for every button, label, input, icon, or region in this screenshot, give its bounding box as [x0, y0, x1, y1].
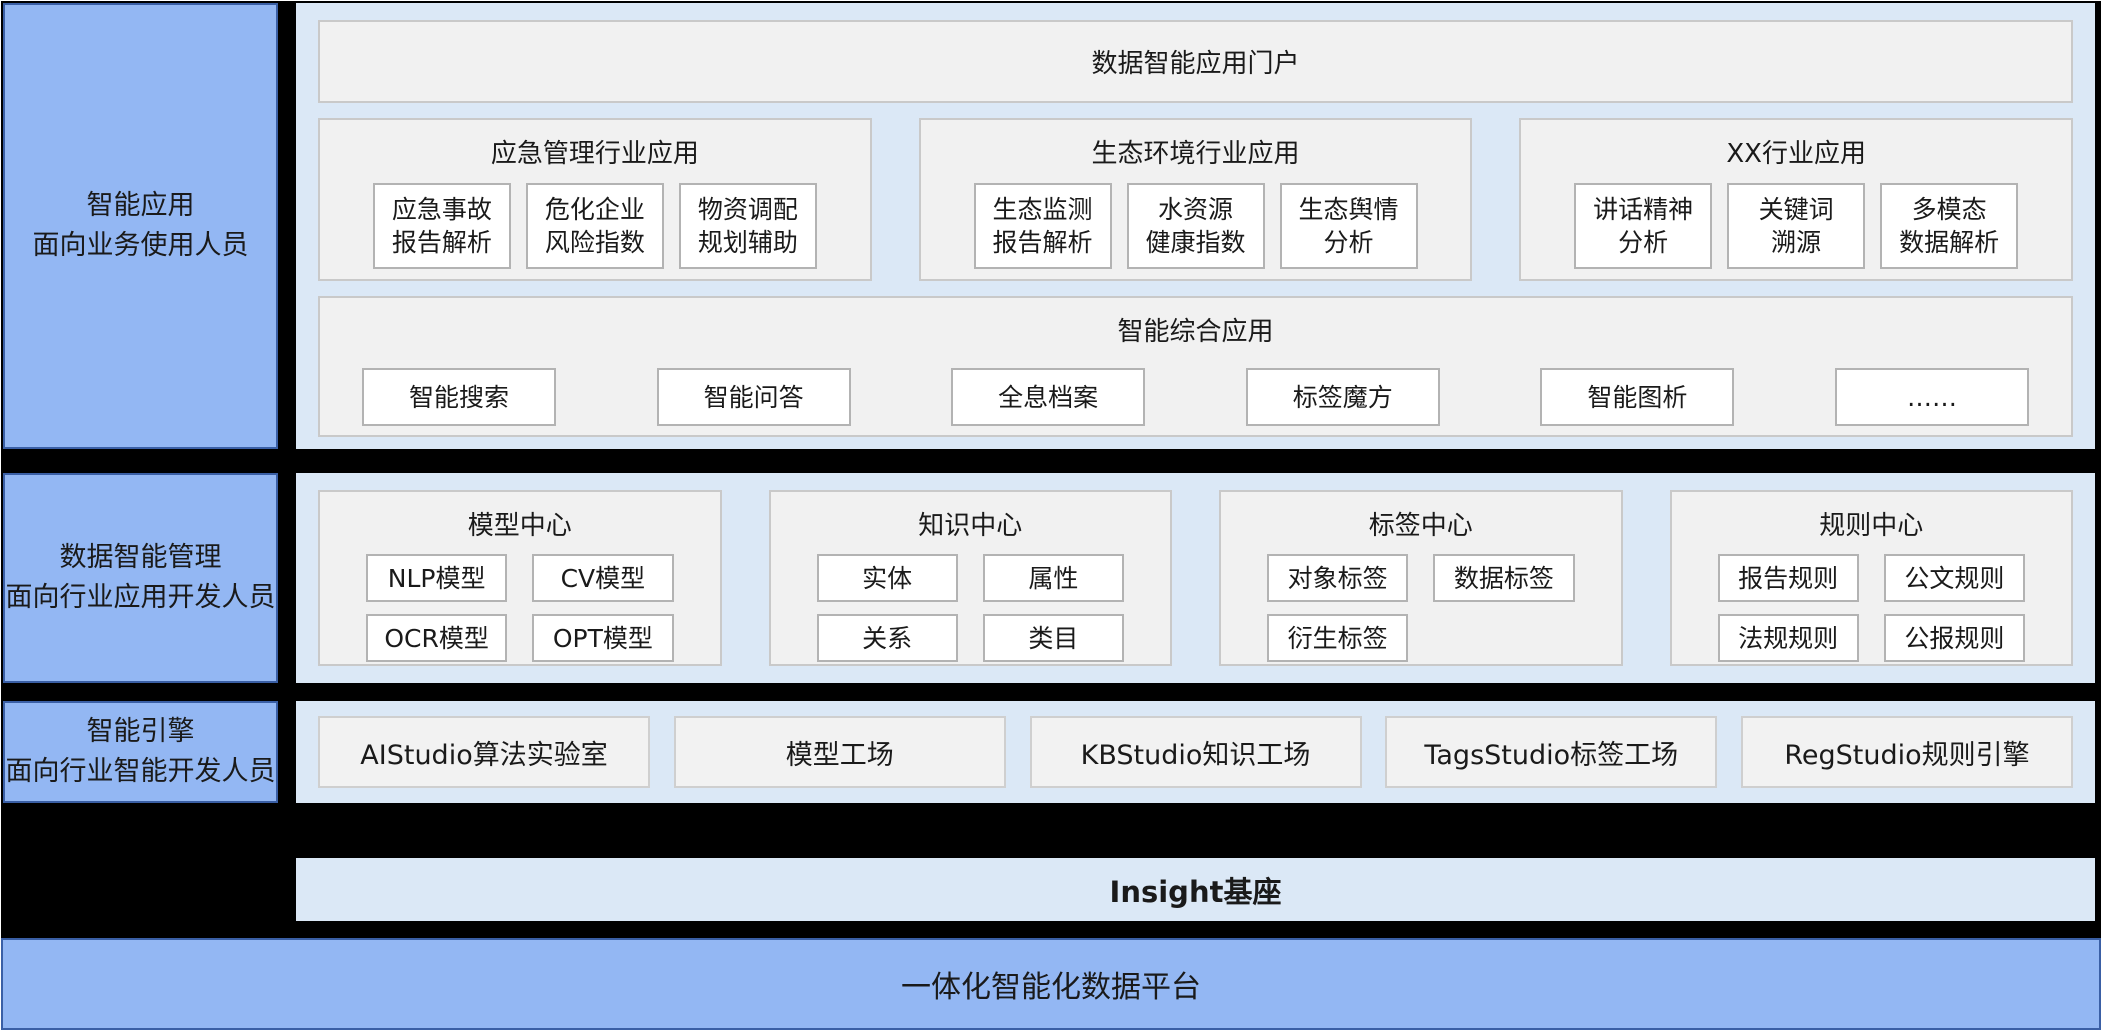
sidebar-title: 智能引擎: [86, 715, 195, 747]
centers-panel: 模型中心 NLP模型 CV模型 OCR模型 OPT模型 知识中心 实体 属性 关…: [296, 473, 2095, 683]
industry-section-ecology: 生态环境行业应用 生态监测 报告解析 水资源 健康指数 生态舆情 分析: [918, 118, 1473, 281]
band-divider: [3, 921, 2101, 938]
engine-card-kbstudio: KBStudio知识工场: [1029, 716, 1362, 788]
center-section-knowledge: 知识中心 实体 属性 关系 类目: [768, 490, 1172, 666]
app-card: 水资源 健康指数: [1126, 183, 1265, 269]
center-card: OCR模型: [366, 614, 508, 662]
app-card: 标签魔方: [1245, 368, 1440, 426]
center-card: 报告规则: [1717, 554, 1859, 602]
center-section-tag: 标签中心 对象标签 数据标签 衍生标签: [1219, 490, 1623, 666]
app-card: 智能搜索: [362, 368, 556, 426]
engines-panel: AIStudio算法实验室 模型工场 KBStudio知识工场 TagsStud…: [296, 701, 2095, 803]
section-title: 标签中心: [1368, 511, 1473, 541]
center-card: NLP模型: [366, 554, 508, 602]
app-card: 物资调配 规划辅助: [678, 183, 817, 269]
engine-card-model-factory: 模型工场: [673, 716, 1006, 788]
center-section-rule: 规则中心 报告规则 公文规则 法规规则 公报规则: [1669, 490, 2073, 666]
section-title: 应急管理行业应用: [490, 139, 699, 169]
industry-section-xx: XX行业应用 讲话精神 分析 关键词 溯源 多模态 数据解析: [1519, 118, 2074, 281]
sidebar-block-apps: 智能应用 面向业务使用人员: [3, 3, 278, 449]
app-card-ellipsis: ……: [1834, 368, 2029, 426]
platform-bar: 一体化智能化数据平台: [1, 938, 2101, 1030]
app-card: 关键词 溯源: [1727, 183, 1866, 269]
section-title: 模型中心: [467, 511, 572, 541]
sidebar-subtitle: 面向行业应用开发人员: [5, 582, 276, 613]
sidebar-title: 智能应用: [86, 189, 195, 221]
section-title: 知识中心: [918, 511, 1023, 541]
sidebar-block-management: 数据智能管理 面向行业应用开发人员: [3, 473, 278, 683]
band-intelligent-applications: 智能应用 面向业务使用人员 数据智能应用门户 应急管理行业应用 应急事故 报告解…: [3, 3, 2101, 449]
section-title: 规则中心: [1819, 511, 1924, 541]
app-card: 生态舆情 分析: [1279, 183, 1418, 269]
app-card: 危化企业 风险指数: [525, 183, 664, 269]
industry-sections-row: 应急管理行业应用 应急事故 报告解析 危化企业 风险指数 物资调配 规划辅助 生…: [318, 118, 2074, 281]
sidebar-subtitle: 面向行业智能开发人员: [5, 756, 276, 787]
app-card: 全息档案: [951, 368, 1146, 426]
app-card: 应急事故 报告解析: [372, 183, 511, 269]
center-card: 对象标签: [1267, 554, 1409, 602]
card-row: 讲话精神 分析 关键词 溯源 多模态 数据解析: [1574, 183, 2019, 269]
center-card: 衍生标签: [1267, 614, 1409, 662]
center-card: 关系: [816, 614, 958, 662]
section-title: 智能综合应用: [1117, 317, 1274, 347]
app-card: 讲话精神 分析: [1574, 183, 1713, 269]
apps-panel: 数据智能应用门户 应急管理行业应用 应急事故 报告解析 危化企业 风险指数 物资…: [296, 3, 2095, 449]
card-grid: 对象标签 数据标签 衍生标签: [1221, 554, 1621, 676]
engine-card-aistudio: AIStudio算法实验室: [318, 716, 650, 788]
card-row: 智能搜索 智能问答 全息档案 标签魔方 智能图析 ……: [320, 368, 2071, 426]
card-grid: 报告规则 公文规则 法规规则 公报规则: [1672, 554, 2072, 676]
card-grid: NLP模型 CV模型 OCR模型 OPT模型: [320, 554, 720, 676]
center-card: 属性: [982, 554, 1124, 602]
center-card: 法规规则: [1717, 614, 1859, 662]
band-data-management: 数据智能管理 面向行业应用开发人员 模型中心 NLP模型 CV模型 OCR模型 …: [3, 473, 2101, 683]
center-section-model: 模型中心 NLP模型 CV模型 OCR模型 OPT模型: [318, 490, 722, 666]
section-title: XX行业应用: [1726, 139, 1866, 169]
sidebar-block-engine: 智能引擎 面向行业智能开发人员: [3, 701, 278, 803]
center-card: 类目: [982, 614, 1124, 662]
card-row: 应急事故 报告解析 危化企业 风险指数 物资调配 规划辅助: [372, 183, 817, 269]
app-card: 生态监测 报告解析: [973, 183, 1112, 269]
section-title: 生态环境行业应用: [1091, 139, 1300, 169]
center-card: 公报规则: [1883, 614, 2025, 662]
card-grid: 实体 属性 关系 类目: [771, 554, 1171, 676]
engine-card-tagsstudio: TagsStudio标签工场: [1385, 716, 1718, 788]
app-card: 智能图析: [1540, 368, 1735, 426]
band-divider: [3, 803, 2101, 858]
band-engines: 智能引擎 面向行业智能开发人员 AIStudio算法实验室 模型工场 KBStu…: [3, 701, 2101, 803]
band-divider: [3, 449, 2101, 473]
card-row: 生态监测 报告解析 水资源 健康指数 生态舆情 分析: [973, 183, 1418, 269]
industry-section-emergency: 应急管理行业应用 应急事故 报告解析 危化企业 风险指数 物资调配 规划辅助: [318, 118, 872, 281]
app-card: 智能问答: [656, 368, 851, 426]
app-card: 多模态 数据解析: [1880, 183, 2019, 269]
center-card: CV模型: [532, 554, 674, 602]
sidebar-title: 数据智能管理: [59, 541, 222, 573]
center-card: OPT模型: [532, 614, 674, 662]
engine-card-regstudio: RegStudio规则引擎: [1741, 716, 2073, 788]
center-card: 公文规则: [1883, 554, 2025, 602]
band-divider: [3, 683, 2101, 701]
sidebar-subtitle: 面向业务使用人员: [32, 230, 249, 261]
portal-title-bar: 数据智能应用门户: [318, 20, 2073, 103]
center-card: 数据标签: [1433, 554, 1575, 602]
comprehensive-section: 智能综合应用 智能搜索 智能问答 全息档案 标签魔方 智能图析 ……: [318, 296, 2073, 437]
insight-base-bar: Insight基座: [296, 858, 2095, 921]
center-card: 实体: [816, 554, 958, 602]
